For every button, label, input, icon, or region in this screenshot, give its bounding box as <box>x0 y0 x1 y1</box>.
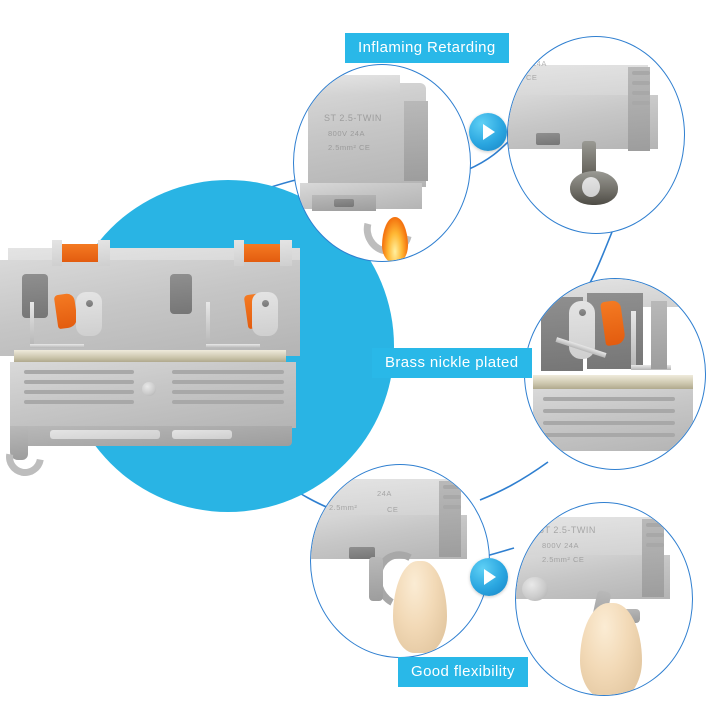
callout-flex-clip-bent: ST 2.5-TWIN 800V 24A 2.5mm² CE <box>515 502 693 696</box>
callout-brass-contact-detail <box>524 278 706 470</box>
flame-icon <box>382 217 408 261</box>
finger <box>580 603 642 695</box>
brass-current-bar <box>533 375 693 389</box>
main-product-photo <box>0 230 300 484</box>
badge-good-flexibility: Good flexibility <box>398 657 528 687</box>
callout-flame-test-before: ST 2.5-TWIN 800V 24A 2.5mm² CE <box>293 64 471 262</box>
push-button-right <box>240 244 284 262</box>
finger <box>393 561 447 653</box>
brass-current-bar <box>14 350 286 362</box>
badge-brass-nickle-plated: Brass nickle plated <box>372 348 532 378</box>
play-arrow-icon-flex[interactable] <box>470 558 508 596</box>
callout-flame-test-after: 24A CE <box>507 36 685 234</box>
callout-flex-clip-pressed: 24A 2.5mm² CE <box>310 464 490 658</box>
play-arrow-icon-flame[interactable] <box>469 113 507 151</box>
badge-inflaming-retarding: Inflaming Retarding <box>345 33 509 63</box>
push-button-left <box>58 244 102 262</box>
